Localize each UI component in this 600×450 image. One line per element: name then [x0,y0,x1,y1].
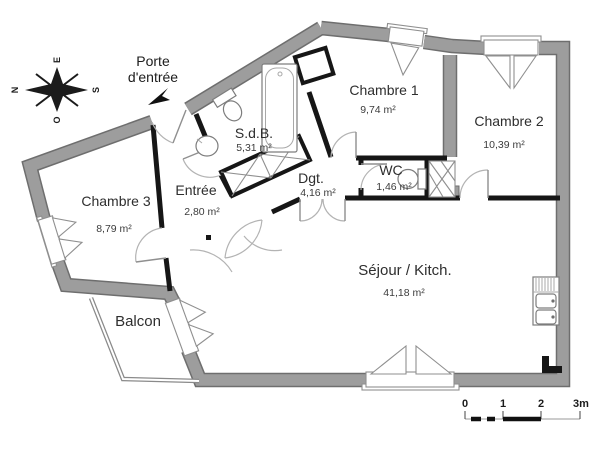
room-label-entree: Entrée [175,182,216,198]
room-labels: Chambre 1 9,74 m² Chambre 2 10,39 m² Cha… [81,82,543,330]
room-area-chambre3: 8,79 m² [96,223,132,235]
room-label-balcon: Balcon [115,313,161,330]
room-area-chambre2: 10,39 m² [483,139,525,151]
compass-rose-icon: N E S O [10,57,101,124]
window-sejour [361,344,460,391]
window-chambre1 [386,22,428,77]
room-label-chambre2: Chambre 2 [474,113,543,129]
scale-label-0: 0 [462,398,468,410]
room-area-chambre1: 9,74 m² [360,104,396,116]
room-area-entree: 2,80 m² [184,206,220,218]
room-label-wc: WC [379,162,402,178]
compass-label-west: O [52,116,62,123]
duct-shaft [292,45,336,86]
room-label-chambre1: Chambre 1 [349,82,418,98]
window-chambre2 [480,35,542,90]
toilet-sdb [211,87,243,122]
chimney-bracket [542,356,562,373]
closet-wc-chambre2 [428,160,456,198]
kitchen-sink-unit [532,276,560,326]
french-door-balcon [164,297,215,357]
scale-label-3m: 3m [573,398,589,410]
scale-label-1: 1 [500,398,506,410]
scale-label-2: 2 [538,398,544,410]
room-label-chambre3: Chambre 3 [81,193,150,209]
room-area-sdb: 5,31 m² [236,142,272,154]
room-label-dgt: Dgt. [298,170,324,186]
toilet-wc [397,168,427,190]
bathtub [261,63,298,153]
room-label-sdb: S.d.B. [235,125,273,141]
entrance-note-line1: Porte [136,53,170,69]
window-chambre3 [36,215,84,268]
room-label-sejour: Séjour / Kitch. [358,262,451,279]
compass-label-east: E [52,57,62,63]
balcony-railing [88,297,200,384]
washbasin [195,135,219,157]
entrance-annotation: Porte d'entrée [128,53,178,105]
room-area-wc: 1,46 m² [376,181,412,193]
compass-label-north: N [10,87,20,94]
door-swings [135,109,489,273]
entrance-arrow-icon [148,88,170,105]
room-area-sejour: 41,18 m² [383,287,425,299]
scale-bar: 0 1 2 3m [462,398,589,422]
compass-label-south: S [91,87,101,93]
entrance-note-line2: d'entrée [128,69,178,85]
room-area-dgt: 4,16 m² [300,187,336,199]
